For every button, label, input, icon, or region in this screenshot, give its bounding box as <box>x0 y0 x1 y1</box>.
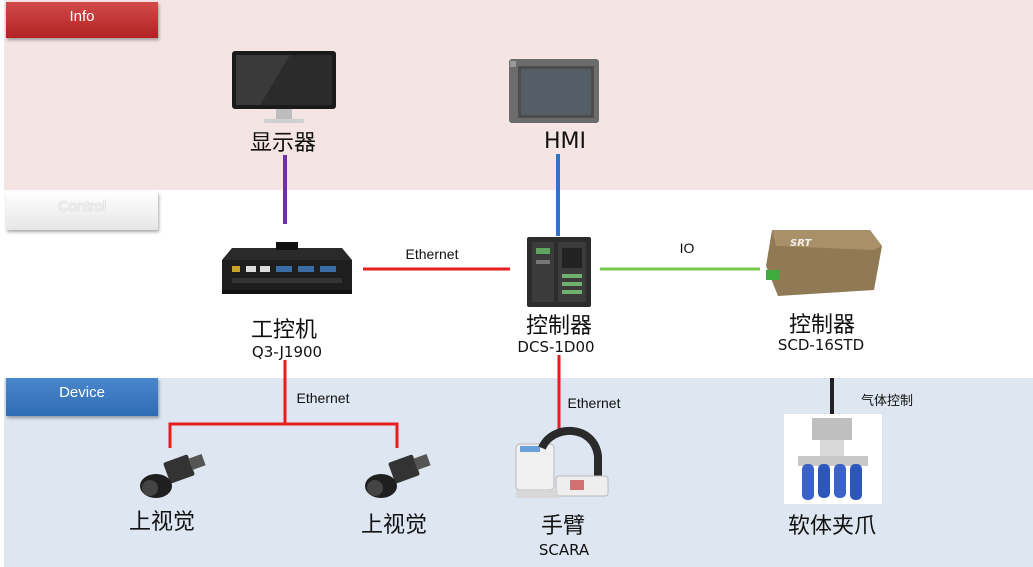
camera-icon <box>140 454 206 498</box>
scd-gripper-link-label: 气体控制 <box>860 393 914 408</box>
ipc-dcs-link-label: Ethernet <box>405 246 459 262</box>
scd-controller-label: 控制器 <box>788 313 856 338</box>
scara-arm-icon <box>515 426 609 498</box>
control-layer-tag: Control <box>6 192 158 230</box>
dcs-controller-label: 控制器 <box>525 314 593 339</box>
device-layer-tag: Device <box>6 378 158 416</box>
camera-1-label: 上视觉 <box>128 510 196 535</box>
scd-controller-icon: SRT <box>766 230 882 296</box>
industrial-pc-icon <box>222 242 352 294</box>
industrial-pc-model: Q3-J1900 <box>251 343 323 361</box>
dcs-controller-model: DCS-1D00 <box>517 338 595 356</box>
camera-icon <box>365 454 431 498</box>
dcs-scd-link-label: IO <box>679 240 695 256</box>
info-layer-tag: Info <box>6 2 158 38</box>
soft-gripper-label: 软体夹爪 <box>787 514 877 539</box>
dcs-controller-icon <box>527 237 591 307</box>
camera-bus <box>168 422 399 448</box>
camera-2-label: 上视觉 <box>360 513 428 538</box>
hmi-label: HMI <box>543 129 587 154</box>
monitor-label: 显示器 <box>249 131 317 156</box>
arm-label: 手臂 <box>540 514 586 539</box>
industrial-pc-label: 工控机 <box>250 318 318 343</box>
scd-controller-model: SCD-16STD <box>777 336 865 354</box>
hmi-icon <box>509 59 599 123</box>
svg-text:SRT: SRT <box>790 238 812 249</box>
soft-gripper-icon <box>784 414 882 504</box>
arm-model: SCARA <box>538 541 590 559</box>
monitor-icon <box>232 51 336 123</box>
dcs-arm-link-label: Ethernet <box>567 395 621 411</box>
ipc-cameras-link-label: Ethernet <box>296 390 350 406</box>
